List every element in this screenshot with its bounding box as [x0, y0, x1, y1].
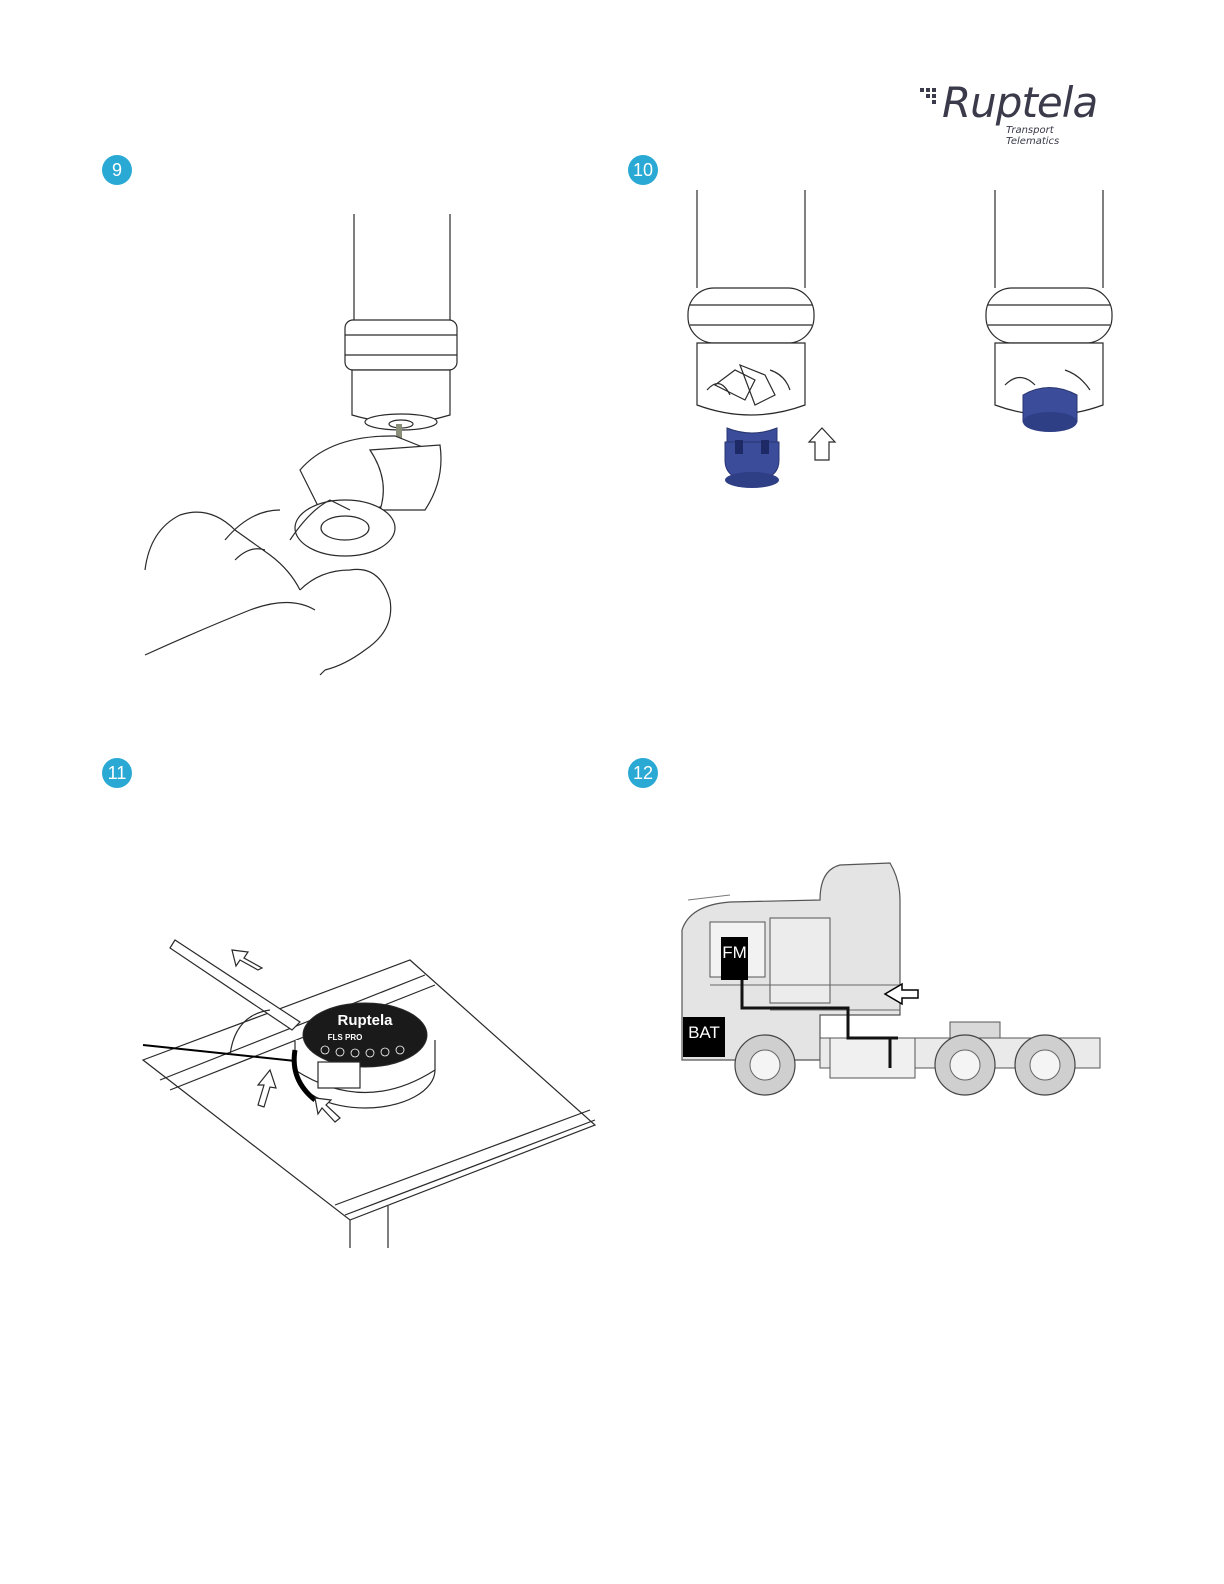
arrow-up-left-icon: [232, 950, 262, 970]
step-10-illustration: [685, 190, 1115, 510]
step-badge-10: 10: [628, 155, 658, 185]
fm-label: FM: [721, 937, 748, 980]
sensor-model-label: FLS PRO: [328, 1033, 363, 1042]
step-11-illustration: Ruptela FLS PRO: [140, 930, 605, 1250]
cable-cutter-icon: [295, 436, 441, 556]
step-badge-11: 11: [102, 758, 132, 788]
truck-drawing: [670, 860, 1105, 1110]
step-12-illustration: FM BAT: [670, 860, 1105, 1110]
arrow-up-icon: [258, 1070, 276, 1107]
step-badge-9: 9: [102, 155, 132, 185]
logo-wordmark: Ruptela: [942, 78, 1097, 127]
bat-label: BAT: [683, 1017, 725, 1057]
step-badge-12: 12: [628, 758, 658, 788]
sensor-brand-label: Ruptela: [337, 1012, 393, 1029]
ruptela-logo: Ruptela Transport Telematics: [920, 84, 1105, 140]
logo-dots-icon: [920, 88, 942, 112]
step-9-illustration: [140, 210, 470, 675]
plug-cap-icon: [725, 428, 779, 488]
logo-tagline: Transport Telematics: [1006, 125, 1105, 147]
arrow-up-icon: [809, 428, 835, 460]
